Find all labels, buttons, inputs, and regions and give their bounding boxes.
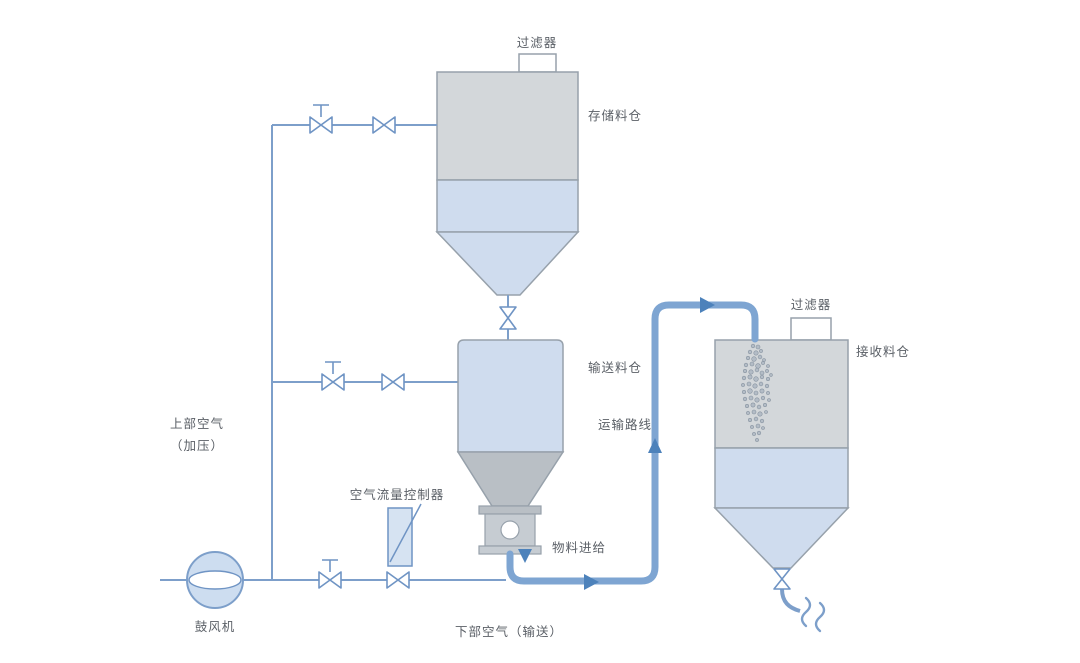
label-receiving-silo: 接收料仓 (856, 344, 910, 359)
middle-branch-valve-1 (321, 373, 345, 391)
air-flow-controller-arrow (389, 503, 422, 563)
air-pipes (160, 124, 801, 613)
storage-silo-top-section (436, 71, 579, 181)
feeder-top-flange (478, 505, 542, 515)
receiving-silo-body (714, 447, 849, 509)
discharge-steam-squiggles (800, 596, 826, 633)
convey-right-arrow (584, 574, 599, 590)
conveying-silo-body (457, 339, 564, 453)
storage-filter-box (518, 53, 557, 73)
middle-branch-valve-2 (381, 373, 405, 391)
label-blower: 鼓风机 (195, 620, 236, 634)
receiving-silo-top-section (714, 339, 849, 449)
receiver-discharge-valve (773, 568, 791, 590)
flow-arrows (518, 297, 715, 590)
label-transport-route: 运输路线 (598, 417, 652, 432)
label-upper-air-line2: （加压） (170, 439, 224, 453)
convey-up-arrow (648, 438, 662, 453)
material-plume (741, 343, 773, 442)
receiver-filter-box (790, 317, 832, 341)
upper-branch-valve-1 (309, 116, 333, 134)
label-filter-top: 过滤器 (517, 36, 558, 50)
receiver-discharge-pipe (780, 588, 801, 613)
lower-branch-valve-2 (386, 571, 410, 589)
label-material-feed: 物料进给 (552, 541, 606, 555)
valves (309, 104, 791, 590)
blower-impeller (188, 570, 242, 590)
middle-branch-valve-1-handle (325, 361, 341, 374)
lower-branch-valve-1-handle (322, 559, 338, 572)
label-upper-air-line1: 上部空气 (170, 416, 224, 431)
storage-silo-cone (435, 231, 580, 296)
material-feed-arrow (518, 549, 532, 563)
air-flow-controller (387, 503, 422, 567)
label-storage-silo: 存储料仓 (588, 108, 642, 123)
convey-top-arrow (700, 297, 715, 313)
label-lower-air: 下部空气（输送） (455, 624, 563, 639)
lower-branch-valve-1 (318, 571, 342, 589)
silo-transfer-valve (499, 306, 517, 330)
receiving-silo (713, 317, 850, 633)
label-conveying-silo: 输送料仓 (588, 360, 642, 375)
upper-branch-valve-2 (372, 116, 396, 134)
blower (186, 551, 244, 609)
label-air-flow-controller: 空气流量控制器 (350, 487, 445, 502)
air-flow-controller-body (387, 507, 413, 567)
feeder-rotor-port (500, 520, 520, 540)
labels: 过滤器 存储料仓 输送料仓 上部空气 （加压） 空气流量控制器 物料进给 运输路… (170, 36, 910, 639)
label-filter-right: 过滤器 (791, 298, 832, 312)
conveying-silo-cone (456, 451, 565, 507)
conveying-silo (456, 339, 565, 555)
storage-silo-body (436, 179, 579, 233)
upper-branch-valve-1-handle (313, 104, 329, 117)
storage-silo (435, 53, 580, 296)
receiving-silo-cone (713, 507, 850, 569)
